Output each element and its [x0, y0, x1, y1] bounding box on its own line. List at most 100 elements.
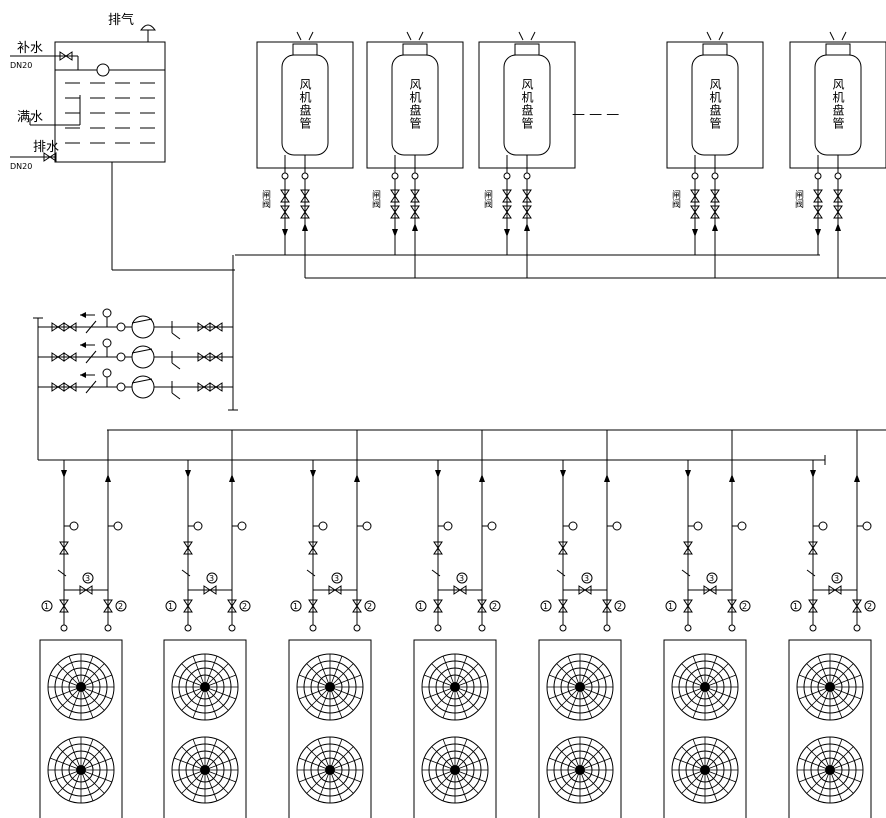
valve-mark-2-label: 2	[617, 602, 622, 611]
union-fitting	[116, 322, 126, 332]
valve-mark-1-label: 1	[543, 602, 548, 611]
gauge	[362, 521, 372, 531]
flow-arrow	[685, 470, 691, 478]
airflow-mark	[718, 31, 724, 41]
chiller-unit: 3 1 2	[163, 430, 251, 818]
flow-arrow	[80, 312, 86, 318]
fan-icon	[296, 653, 364, 721]
fan-coil-outlet	[514, 43, 540, 56]
fan-icon	[296, 736, 364, 804]
fan-icon	[171, 736, 239, 804]
fan-coil-label: 风机盘管	[831, 78, 845, 130]
gauge	[318, 521, 328, 531]
chiller-cabinet	[663, 639, 747, 818]
check-valve	[85, 320, 97, 334]
flow-arrow	[105, 474, 111, 482]
valve-mark-2	[489, 600, 501, 612]
airflow-mark	[841, 31, 847, 41]
gauge	[102, 308, 112, 318]
gauge	[487, 521, 497, 531]
valve-mark-2-label: 2	[742, 602, 747, 611]
valve-mark-3	[831, 572, 843, 584]
strainer	[171, 362, 181, 370]
union-fitting	[184, 624, 192, 632]
chiller-cabinet	[538, 639, 622, 818]
expansion-tank	[10, 24, 235, 271]
valve-mark-2	[864, 600, 876, 612]
union-fitting	[116, 382, 126, 392]
union-fitting	[116, 352, 126, 362]
strainer	[806, 569, 816, 577]
gate-valve-label: 闸阀	[482, 190, 493, 209]
valve-mark-3	[331, 572, 343, 584]
valve-mark-1	[165, 600, 177, 612]
flow-arrow	[354, 474, 360, 482]
fan-icon	[171, 653, 239, 721]
valve-mark-2-label: 2	[242, 602, 247, 611]
flow-arrow	[854, 474, 860, 482]
union-fitting	[411, 172, 419, 180]
valve-mark-1-label: 1	[44, 602, 49, 611]
gate-valve-label: 闸阀	[670, 190, 681, 209]
valve-mark-1-label: 1	[168, 602, 173, 611]
flow-arrow	[692, 229, 698, 237]
flow-arrow	[80, 372, 86, 378]
flow-arrow	[479, 474, 485, 482]
flow-arrow	[524, 223, 530, 231]
fan-icon	[421, 736, 489, 804]
valve-mark-1	[540, 600, 552, 612]
chiller-cabinet	[788, 639, 872, 818]
valve-mark-3-label: 3	[209, 574, 214, 583]
gauge	[568, 521, 578, 531]
fan-icon	[546, 653, 614, 721]
fan-icon	[546, 736, 614, 804]
valve-mark-3-label: 3	[834, 574, 839, 583]
flow-arrow	[810, 470, 816, 478]
fan-coil-label: 风机盘管	[408, 78, 422, 130]
chiller-cabinet	[413, 639, 497, 818]
chiller-cabinet	[39, 639, 123, 818]
valve-mark-2	[364, 600, 376, 612]
valve-mark-3	[206, 572, 218, 584]
valve-mark-1-label: 1	[793, 602, 798, 611]
union-fitting	[559, 624, 567, 632]
gauge	[818, 521, 828, 531]
valve-mark-1-label: 1	[293, 602, 298, 611]
valve-mark-3-label: 3	[85, 574, 90, 583]
strainer	[171, 332, 181, 340]
fan-coil-outlet	[825, 43, 851, 56]
chiller-cabinet	[288, 639, 372, 818]
fan-coil-label: 风机盘管	[298, 78, 312, 130]
gate-valve-label: 闸阀	[793, 190, 804, 209]
gauge	[113, 521, 123, 531]
airflow-mark	[706, 31, 712, 41]
fan-coil-outlet	[402, 43, 428, 56]
union-fitting	[60, 624, 68, 632]
gauge	[102, 368, 112, 378]
gauge	[237, 521, 247, 531]
valve-mark-3-label: 3	[584, 574, 589, 583]
gauge	[193, 521, 203, 531]
strainer	[556, 569, 566, 577]
fan-icon	[796, 736, 864, 804]
flow-arrow	[504, 229, 510, 237]
gauge	[693, 521, 703, 531]
strainer	[171, 392, 181, 400]
gauge	[443, 521, 453, 531]
valve-mark-2	[115, 600, 127, 612]
strainer	[181, 569, 191, 577]
union-fitting	[603, 624, 611, 632]
flow-arrow	[80, 342, 86, 348]
pump-line	[38, 368, 233, 400]
makeup-dn-label: DN20	[10, 61, 32, 70]
flow-arrow	[229, 474, 235, 482]
valve-mark-1-label: 1	[668, 602, 673, 611]
union-fitting	[684, 624, 692, 632]
fan-coil-outlet	[702, 43, 728, 56]
